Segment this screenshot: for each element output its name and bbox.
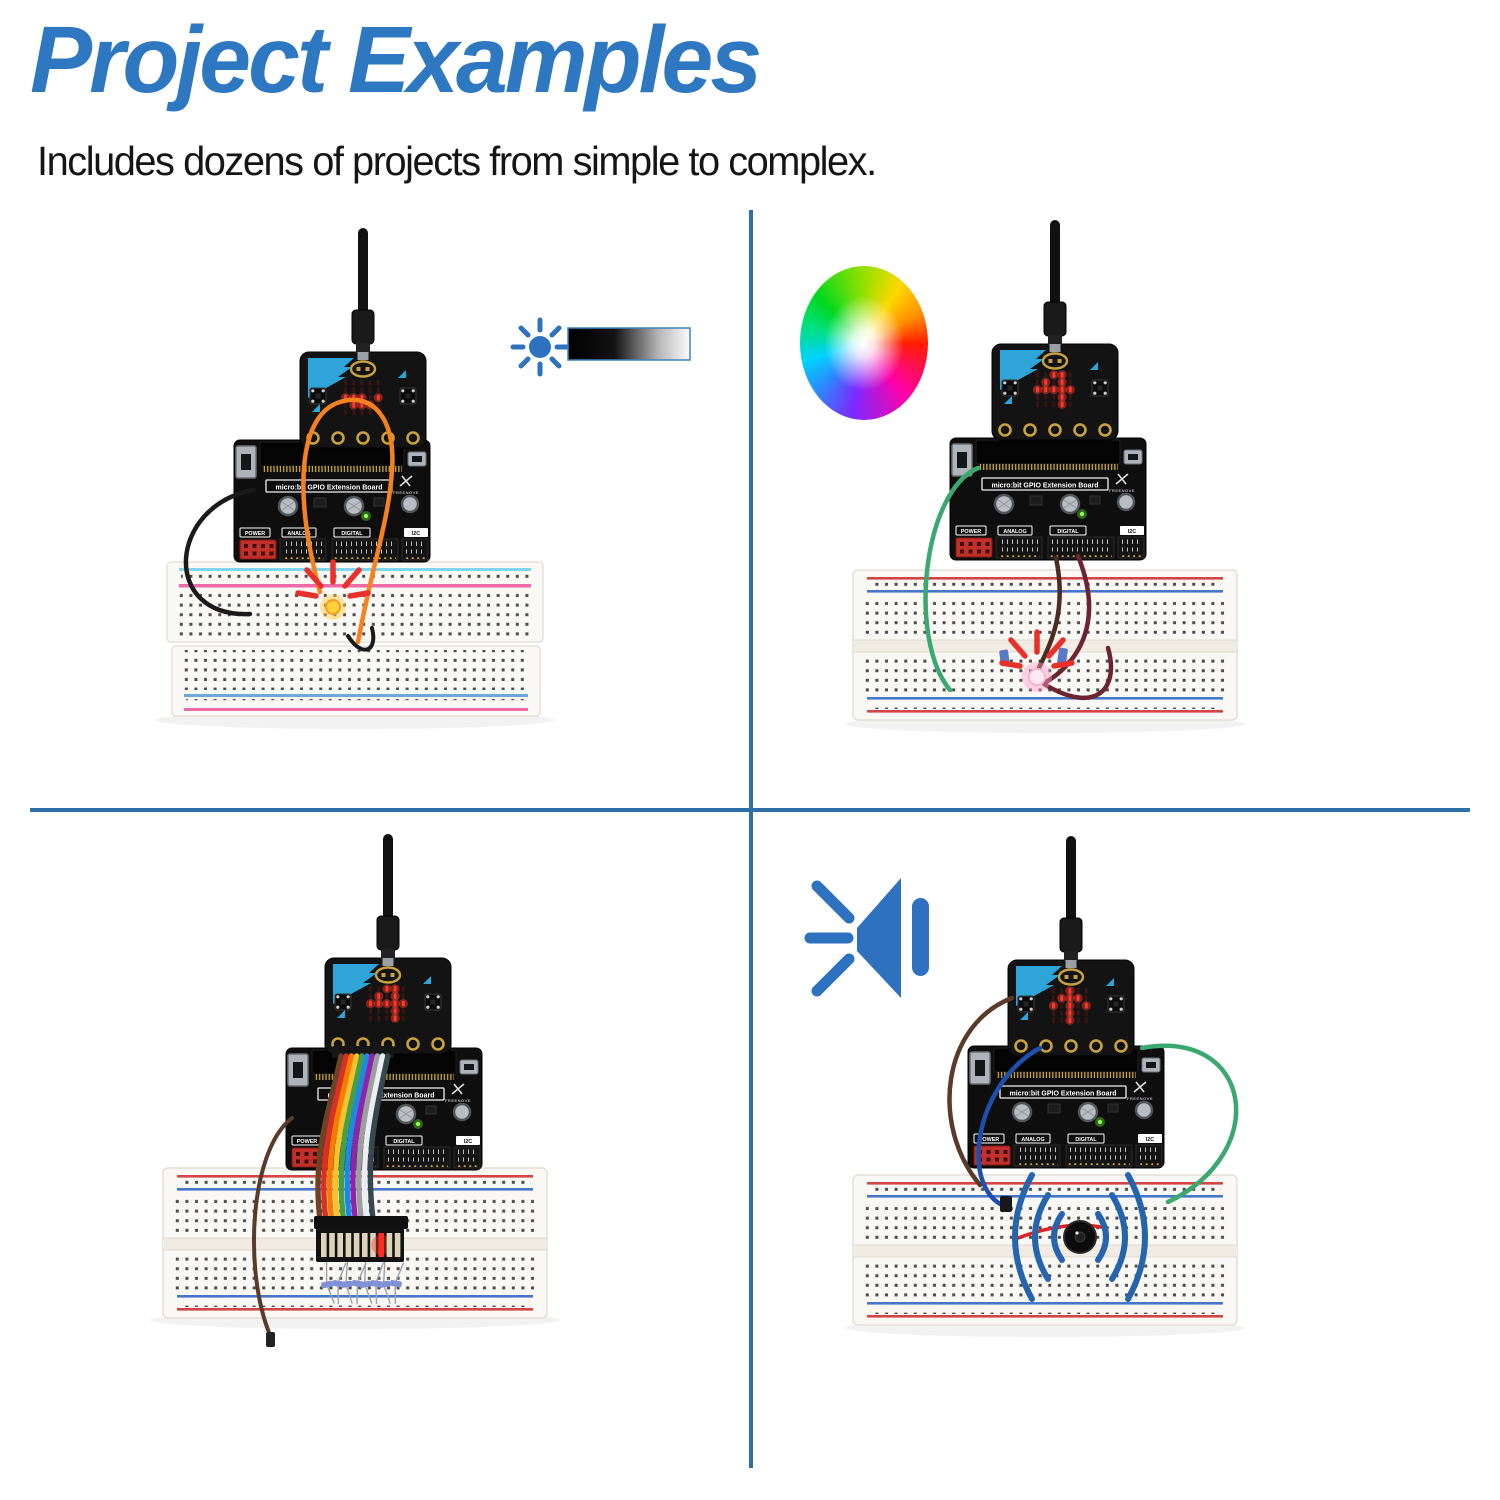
- horizontal-divider: [30, 808, 1470, 812]
- brown-jumper-wire: [1035, 555, 1062, 673]
- sound-waves: [1012, 1172, 1148, 1302]
- brown-jumper-wire: [252, 1116, 294, 1337]
- project-photo-bottom-left: [150, 833, 560, 1347]
- orange-jumper-wire: [301, 397, 395, 645]
- page-title: Project Examples: [30, 7, 762, 113]
- gpio-extension-board: [966, 1044, 1166, 1170]
- rgb-led: [1028, 668, 1046, 686]
- buzzer: [1063, 1220, 1097, 1254]
- maroon-jumper-wire: [1043, 553, 1092, 685]
- rainbow-ribbon-cable: [315, 1053, 391, 1223]
- gpio-extension-board: [232, 438, 432, 564]
- usb-cable: [351, 227, 375, 361]
- brightness-icon: [510, 317, 570, 377]
- page-subtitle: Includes dozens of projects from simple …: [37, 138, 877, 184]
- red-jumper-wire: [1016, 1223, 1108, 1240]
- led-matrix: [1048, 986, 1091, 1025]
- speaker-icon: [804, 878, 929, 998]
- breadboard: [852, 569, 1238, 721]
- yellow-led: [325, 599, 341, 615]
- color-wheel-icon: [800, 266, 928, 420]
- usb-cable: [376, 833, 400, 967]
- black-jumper-wire: [183, 487, 257, 617]
- usb-cable: [1043, 219, 1067, 353]
- green-jumper-wire: [923, 465, 981, 693]
- project-photo-top-left: [155, 227, 691, 729]
- led-bar-graph: [316, 1228, 404, 1262]
- brown-jumper-wire: [947, 995, 1015, 1188]
- project-photo-top-right: [845, 219, 1245, 733]
- breadboard-lower: [171, 645, 541, 717]
- resistors: [321, 1261, 405, 1304]
- vertical-divider: [749, 210, 753, 1468]
- usb-cable: [1059, 835, 1083, 969]
- ribbon-connector-bottom: [314, 1216, 408, 1229]
- brightness-gradient-bar: [567, 327, 691, 361]
- blue-jumper-wire: [976, 1045, 1043, 1211]
- led-matrix: [1032, 370, 1075, 409]
- project-photo-bottom-right: [804, 835, 1245, 1337]
- green-jumper-wire: [1139, 1043, 1239, 1205]
- led-matrix: [365, 984, 408, 1023]
- lit-bar-segment: [378, 1233, 384, 1257]
- gpio-extension-board: [948, 436, 1148, 562]
